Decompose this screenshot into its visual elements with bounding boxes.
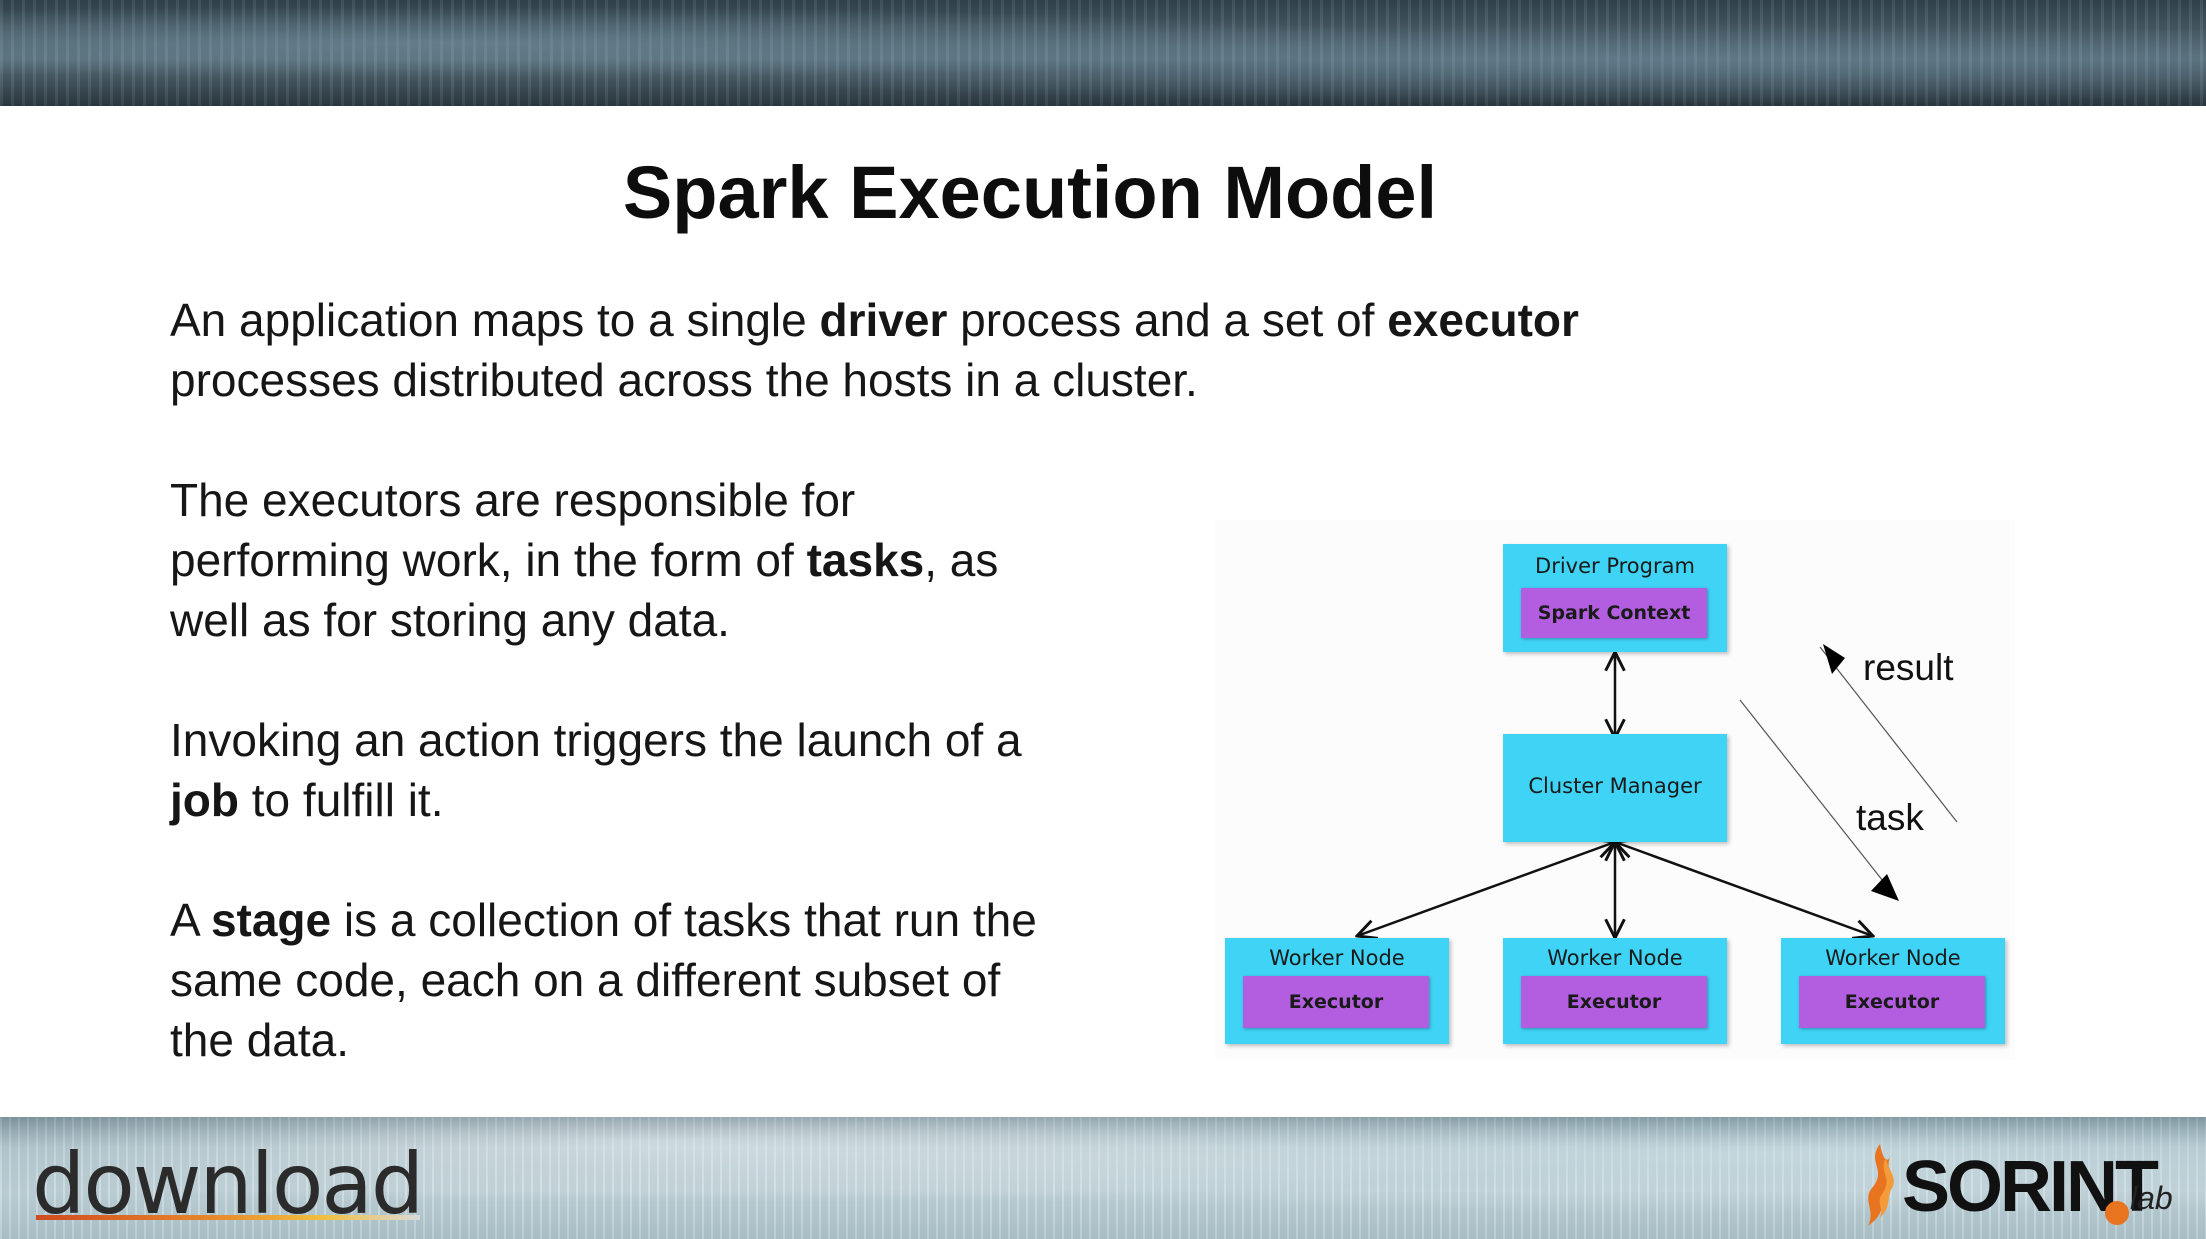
worker-node-label: Worker Node <box>1269 946 1405 970</box>
text-segment: is a collection of tasks that run the sa… <box>170 894 1037 1066</box>
paragraph-action: Invoking an action triggers the launch o… <box>170 710 1070 830</box>
result-line <box>1819 646 1958 823</box>
term-driver: driver <box>819 294 948 346</box>
top-banner <box>0 0 2206 106</box>
term-executor: executor <box>1387 294 1579 346</box>
diagram-connectors <box>1215 644 1958 1060</box>
task-line <box>1739 699 1895 896</box>
paragraph-application: An application maps to a single driver p… <box>170 290 1770 410</box>
worker-node-label: Worker Node <box>1547 946 1683 970</box>
sorint-flame-icon <box>1868 1144 1894 1226</box>
manager-worker-1-connector <box>1357 842 1615 936</box>
text-segment: , as well as for storing any data. <box>170 534 999 646</box>
sorint-dot-icon <box>2105 1201 2129 1225</box>
manager-worker-3-connector <box>1615 842 1873 936</box>
paragraph-executors: The executors are responsible for perfor… <box>170 470 1070 650</box>
executor-box: Executor <box>1799 976 1985 1028</box>
executor-box: Executor <box>1521 976 1707 1028</box>
term-tasks: tasks <box>806 534 925 586</box>
task-arrowhead <box>1871 874 1899 901</box>
download-logo-underline <box>36 1215 420 1220</box>
text-segment: process and a set of <box>947 294 1388 346</box>
cluster-manager-box: Cluster Manager <box>1503 734 1727 842</box>
text-segment: A <box>170 894 211 946</box>
task-label: task <box>1856 797 1924 838</box>
spark-context-box: Spark Context <box>1521 588 1707 638</box>
text-segment: Invoking an action triggers the launch o… <box>170 714 1022 766</box>
term-stage: stage <box>210 894 332 946</box>
executor-box: Executor <box>1243 976 1429 1028</box>
result-arrowhead <box>1823 644 1845 674</box>
spark-architecture-diagram: Driver Program Spark Context Cluster Man… <box>1215 520 2015 1060</box>
text-segment: to fulfill it. <box>238 774 444 826</box>
term-job: job <box>170 774 239 826</box>
paragraph-stage: A stage is a collection of tasks that ru… <box>170 890 1070 1070</box>
text-segment: processes distributed across the hosts i… <box>170 354 1198 406</box>
worker-node-1: Worker Node Executor <box>1225 938 1449 1044</box>
worker-node-2: Worker Node Executor <box>1503 938 1727 1044</box>
text-segment: The executors are responsible for perfor… <box>170 474 856 586</box>
worker-node-label: Worker Node <box>1825 946 1961 970</box>
text-segment: An application maps to a single <box>170 294 820 346</box>
driver-program-box: Driver Program Spark Context <box>1503 544 1727 652</box>
worker-node-3: Worker Node Executor <box>1781 938 2005 1044</box>
slide-title: Spark Execution Model <box>622 151 1438 234</box>
lab-wordmark: lab <box>2130 1180 2173 1216</box>
driver-program-label: Driver Program <box>1535 554 1695 578</box>
cluster-manager-label: Cluster Manager <box>1528 774 1702 798</box>
result-label: result <box>1863 647 1954 688</box>
